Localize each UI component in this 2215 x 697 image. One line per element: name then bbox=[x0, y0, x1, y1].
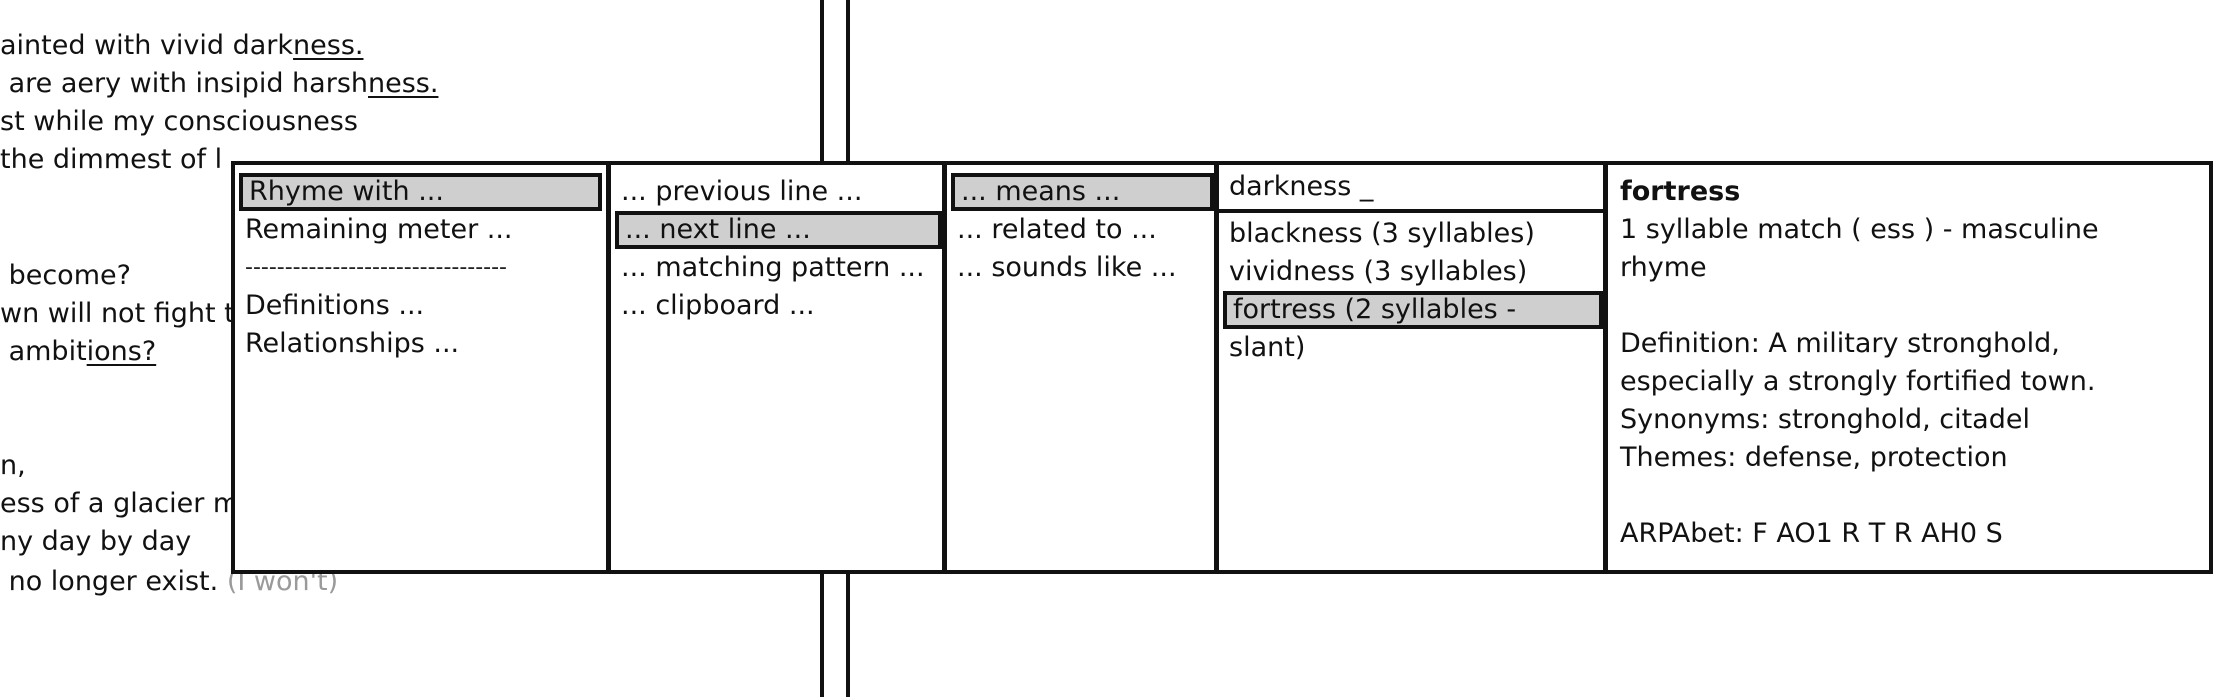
poem-line[interactable]: wn will not fight to bbox=[0, 295, 251, 333]
menu-relation: ... means ... ... related to ... ... sou… bbox=[943, 161, 1218, 574]
poem-line[interactable]: ny day by day bbox=[0, 523, 191, 561]
menu-item-related-to[interactable]: ... related to ... bbox=[957, 214, 1157, 245]
detail-match-cont: rhyme bbox=[1620, 252, 1707, 283]
poem-text: become? bbox=[0, 260, 131, 291]
poem-line[interactable]: ainted with vivid darkness. bbox=[0, 27, 364, 65]
poem-line[interactable]: become? bbox=[0, 257, 131, 295]
poem-text: ess of a glacier m bbox=[0, 488, 240, 519]
poem-text: n, bbox=[0, 450, 26, 481]
detail-definition: Definition: A military stronghold, bbox=[1620, 328, 2060, 359]
detail-match: 1 syllable match ( ess ) - masculine bbox=[1620, 214, 2099, 245]
menu-main: Rhyme with ... Remaining meter ... -----… bbox=[231, 161, 610, 574]
result-item-selected[interactable]: fortress (2 syllables - bbox=[1223, 291, 1603, 329]
result-item[interactable]: blackness (3 syllables) bbox=[1229, 218, 1535, 249]
detail-synonyms: Synonyms: stronghold, citadel bbox=[1620, 404, 2030, 435]
result-item-continuation[interactable]: slant) bbox=[1229, 332, 1306, 363]
menu-rhyme-target: ... previous line ... ... next line ... … bbox=[607, 161, 946, 574]
poem-rhyme-underline: ness. bbox=[293, 30, 364, 61]
detail-arpabet: ARPAbet: F AO1 R T R AH0 S bbox=[1620, 518, 2003, 549]
poem-text: are aery with insipid harsh bbox=[0, 68, 368, 99]
poem-line[interactable]: ambitions? bbox=[0, 333, 157, 371]
menu-item-matching-pattern[interactable]: ... matching pattern ... bbox=[621, 252, 925, 283]
result-item[interactable]: vividness (3 syllables) bbox=[1229, 256, 1528, 287]
poem-text: no longer exist. bbox=[0, 566, 227, 597]
detail-panel: fortress 1 syllable match ( ess ) - masc… bbox=[1604, 161, 2213, 574]
query-row bbox=[1219, 165, 1603, 213]
query-input[interactable] bbox=[1229, 167, 1589, 205]
menu-item-clipboard[interactable]: ... clipboard ... bbox=[621, 290, 815, 321]
poem-rhyme-underline: ness. bbox=[368, 68, 439, 99]
menu-item-definitions[interactable]: Definitions ... bbox=[245, 290, 425, 321]
menu-item-means[interactable]: ... means ... bbox=[951, 173, 1214, 211]
menu-item-rhyme-with[interactable]: Rhyme with ... bbox=[239, 173, 602, 211]
poem-text: wn will not fight to bbox=[0, 298, 252, 329]
menu-item-previous-line[interactable]: ... previous line ... bbox=[621, 176, 863, 207]
poem-text: ny day by day bbox=[0, 526, 192, 557]
poem-line[interactable]: n, bbox=[0, 447, 26, 485]
poem-text: ambit bbox=[0, 336, 87, 367]
menu-item-next-line[interactable]: ... next line ... bbox=[615, 211, 942, 249]
poem-rhyme-underline: ions? bbox=[86, 336, 157, 367]
menu-item-remaining-meter[interactable]: Remaining meter ... bbox=[245, 214, 513, 245]
detail-themes: Themes: defense, protection bbox=[1620, 442, 2008, 473]
poem-text: ainted with vivid dark bbox=[0, 30, 294, 61]
menu-separator: --------------------------------- bbox=[245, 255, 507, 280]
detail-word: fortress bbox=[1620, 176, 1741, 207]
poem-line[interactable]: the dimmest of l bbox=[0, 141, 222, 179]
detail-definition-cont: especially a strongly fortified town. bbox=[1620, 366, 2096, 397]
menu-item-relationships[interactable]: Relationships ... bbox=[245, 328, 460, 359]
menu-item-sounds-like[interactable]: ... sounds like ... bbox=[957, 252, 1177, 283]
poem-line[interactable]: st while my consciousness bbox=[0, 103, 358, 141]
poem-line[interactable]: ess of a glacier m bbox=[0, 485, 239, 523]
poem-line[interactable]: are aery with insipid harshness. bbox=[0, 65, 439, 103]
poem-text: st while my consciousness bbox=[0, 106, 358, 137]
poem-text: the dimmest of l bbox=[0, 144, 223, 175]
results-panel: blackness (3 syllables) vividness (3 syl… bbox=[1215, 161, 1607, 574]
